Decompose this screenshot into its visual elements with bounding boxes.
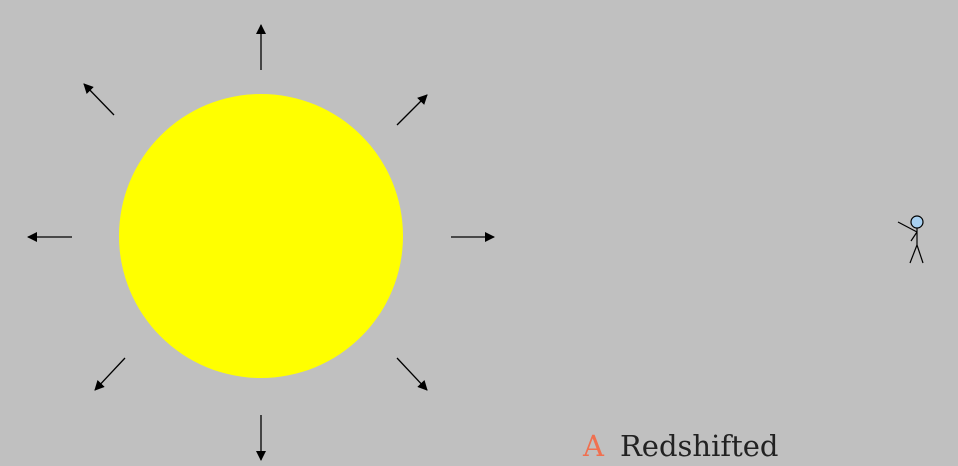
answer-label: A Redshifted [583, 428, 778, 464]
ray-arrow-down-right-icon [397, 358, 427, 390]
sun [119, 94, 403, 378]
ray-arrow-up-right-icon [397, 95, 427, 125]
ray-arrow-up-left-icon [84, 84, 114, 115]
observer-helmet [911, 216, 923, 228]
stick-figure-observer-icon [898, 216, 923, 263]
ray-arrow-down-left-icon [95, 358, 125, 390]
answer-text: Redshifted [620, 429, 779, 463]
answer-letter: A [583, 429, 604, 463]
